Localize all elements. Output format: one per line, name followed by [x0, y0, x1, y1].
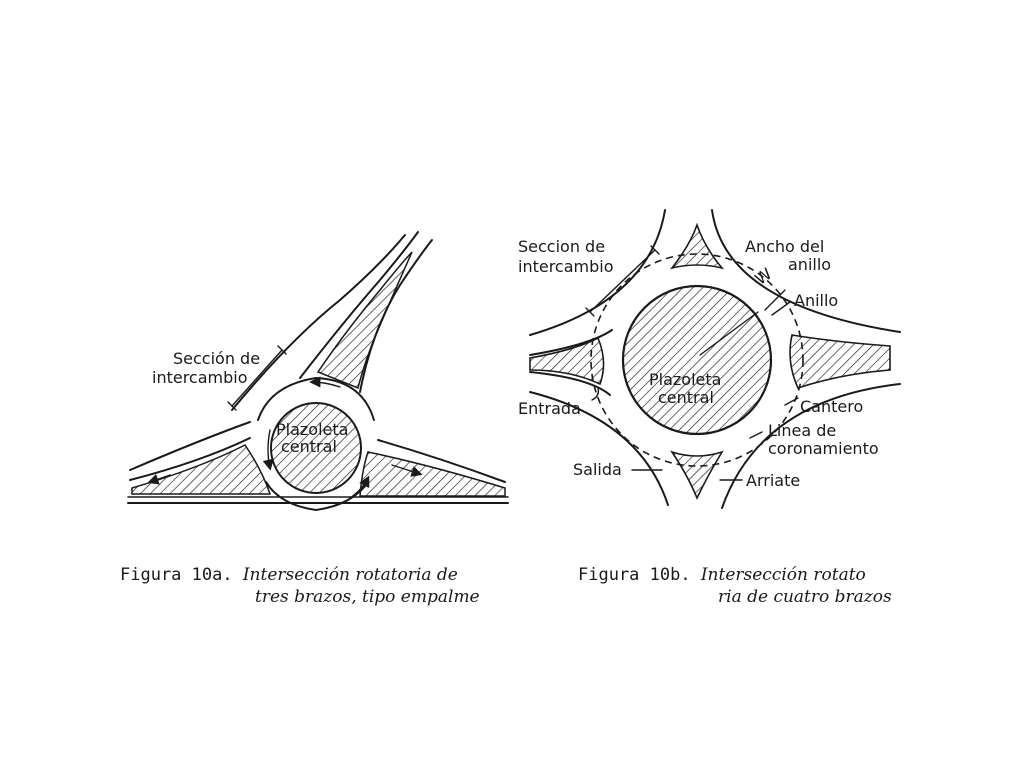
caption-10b-text-2: ria de cuatro brazos	[718, 587, 892, 607]
plaza-label-b: Plazoleta	[649, 370, 721, 389]
road-edge-sw	[529, 391, 669, 506]
plaza-label-a: Plazoleta	[276, 420, 348, 439]
section-label-a-2: intercambio	[152, 368, 248, 387]
ring-width-label-b: Ancho del	[745, 237, 824, 256]
left-arm-a	[129, 421, 251, 471]
plaza-label-a-2: central	[281, 437, 337, 456]
caption-10a-label: Figura 10a.	[120, 565, 233, 585]
ring-width-dimension-b	[764, 289, 786, 311]
caption-10b: Figura 10b. Intersección rotato	[578, 565, 866, 586]
caption-10b-label: Figura 10b.	[578, 565, 691, 585]
caption-10b-text-1: Intersección rotato	[700, 565, 866, 585]
section-label-a: Sección de	[173, 349, 260, 368]
upper-arm-a	[231, 234, 406, 411]
section-label-b: Seccion de	[518, 237, 605, 256]
figure-10b-diagram: Seccion de intercambio Ancho del anillo …	[518, 209, 901, 509]
section-label-b-2: intercambio	[518, 257, 614, 276]
section-dimension-a	[231, 349, 283, 407]
left-median-a	[131, 444, 272, 495]
caption-10a-line2: tres brazos, tipo empalme	[255, 587, 480, 608]
crown-line-label-b-2: coronamiento	[768, 439, 879, 458]
right-median-a	[359, 451, 506, 497]
island-south-b	[670, 450, 724, 500]
caption-10b-line2: ria de cuatro brazos	[718, 587, 892, 608]
caption-10a-text-2: tres brazos, tipo empalme	[255, 587, 480, 607]
upper-median-a	[316, 251, 413, 390]
crown-line-label-b: Linea de	[768, 421, 836, 440]
island-east-b	[789, 334, 891, 389]
exit-label-b: Salida	[573, 460, 622, 479]
caption-10a-text-1: Intersección rotatoria de	[242, 565, 458, 585]
plaza-label-b-2: central	[658, 388, 714, 407]
figure-10a-diagram: Sección de intercambio Plazoleta central	[127, 231, 509, 511]
section-dimension-b	[589, 249, 656, 313]
ring-label-b: Anillo	[794, 291, 838, 310]
planter-label-b: Arriate	[746, 471, 800, 490]
ring-width-label-b-2: anillo	[788, 255, 831, 274]
entry-label-b: Entrada	[518, 399, 581, 418]
right-arm-a	[377, 439, 506, 483]
central-island-b	[621, 284, 773, 436]
road-edge-ne	[711, 209, 901, 333]
road-edge-se	[721, 383, 901, 509]
island-west-b	[529, 336, 605, 386]
road-edge-nw	[529, 209, 666, 336]
island-north-b	[669, 222, 725, 270]
caption-10a: Figura 10a. Intersección rotatoria de	[120, 565, 458, 586]
median-label-b: Cantero	[800, 397, 863, 416]
central-island-a	[270, 402, 362, 494]
